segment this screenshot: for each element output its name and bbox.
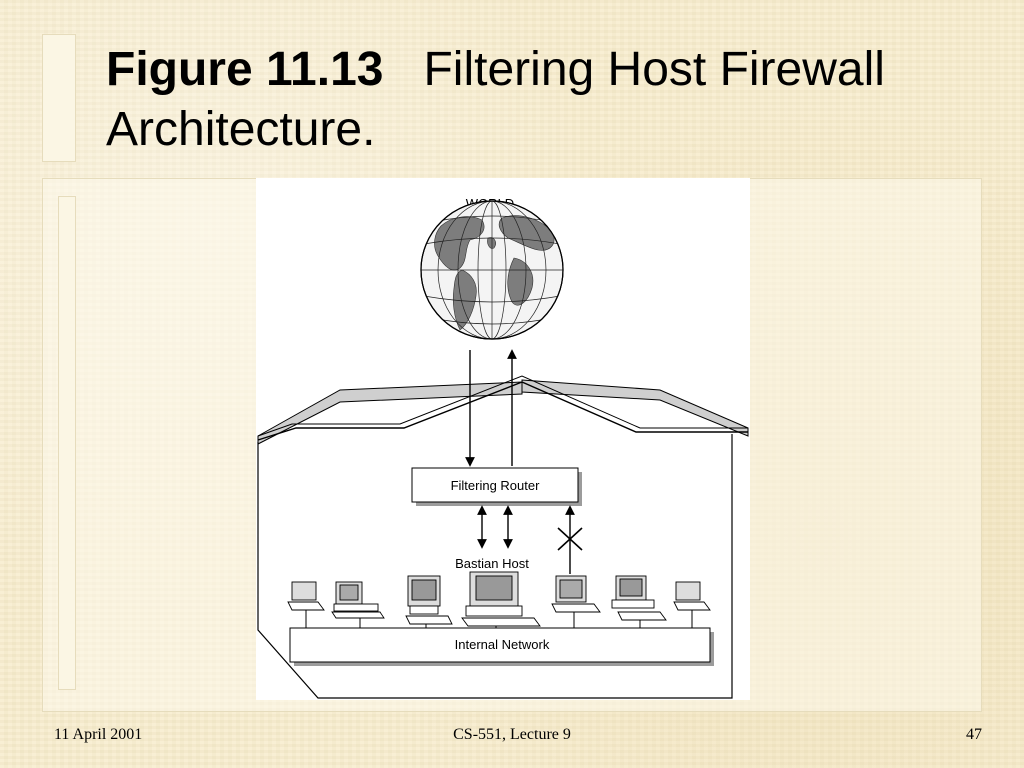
firewall-diagram: WORLD [256,178,750,700]
filtering-router: Filtering Router [411,467,582,506]
router-label: Filtering Router [451,478,541,493]
network-drop-lines [305,610,693,628]
title-accent-bar [42,34,76,162]
network-label: Internal Network [455,637,550,652]
globe-icon [420,200,564,340]
bastion-host-label: Bastian Host [455,556,529,571]
laptop-icon [287,581,325,611]
building-roof [257,375,749,445]
figure-number: Figure 11.13 [106,43,384,96]
desktop-computer-icon [331,581,385,619]
figure-caption: Filtering Host Firewall Architecture. [106,43,885,156]
footer-course: CS-551, Lecture 9 [453,726,571,743]
building-outline [257,434,733,699]
footer-date: 11 April 2001 [54,726,143,743]
laptop-icon [673,581,711,611]
blocked-x-icon [557,527,583,551]
workstation-icon [405,575,453,625]
desktop-computer-icon [611,575,667,621]
workstation-icon [551,575,601,613]
content-accent-bar [58,196,76,690]
internal-network: Internal Network [289,627,714,666]
footer-page-number: 47 [966,726,982,743]
bastion-host-computer-icon [461,571,541,627]
